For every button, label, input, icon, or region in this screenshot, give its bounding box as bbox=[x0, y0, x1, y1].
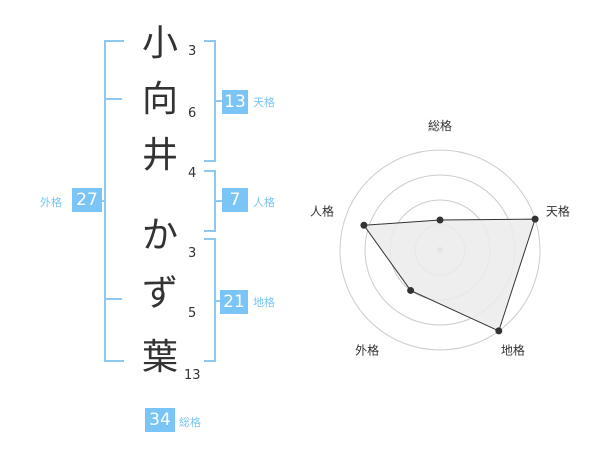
radar-point-3 bbox=[495, 327, 503, 335]
gaikaku-label: 外格 bbox=[40, 196, 62, 209]
chikaku-label: 地格 bbox=[253, 296, 275, 309]
jinkaku-connector bbox=[214, 200, 222, 202]
gaikaku-tick-1 bbox=[104, 98, 122, 100]
name-char-3: 井 bbox=[141, 135, 178, 176]
gaikaku-tick-2 bbox=[104, 298, 122, 300]
name-char-1: 小 bbox=[141, 23, 178, 64]
radar-grid-ring bbox=[339, 149, 541, 351]
name-char-6: 葉 bbox=[141, 337, 178, 378]
radar-axis-label-5: 人格 bbox=[310, 204, 334, 219]
jinkaku-label: 人格 bbox=[253, 196, 275, 209]
chikaku-badge: 21 bbox=[220, 290, 248, 314]
radar-point-1 bbox=[436, 216, 444, 224]
stroke-count-3: 4 bbox=[188, 166, 197, 181]
radar-axis-label-2: 天格 bbox=[546, 204, 570, 219]
radar-polygon bbox=[362, 218, 536, 332]
jinkaku-badge: 7 bbox=[222, 188, 248, 212]
tenkaku-connector bbox=[214, 100, 222, 102]
stroke-count-1: 3 bbox=[188, 44, 197, 59]
radar-axis-label-4: 外格 bbox=[355, 342, 379, 357]
stroke-count-2: 6 bbox=[188, 106, 197, 121]
name-char-2: 向 bbox=[141, 79, 178, 120]
radar-point-2 bbox=[531, 215, 539, 223]
soukaku-badge: 34 bbox=[145, 408, 175, 432]
gaikaku-badge: 27 bbox=[72, 188, 102, 212]
radar-axis-label-3: 地格 bbox=[501, 342, 525, 357]
tenkaku-badge: 13 bbox=[222, 90, 248, 114]
radar-point-5 bbox=[360, 221, 368, 229]
name-char-4: か bbox=[141, 215, 178, 256]
radar-point-4 bbox=[407, 286, 415, 294]
name-char-5: ず bbox=[141, 273, 178, 314]
radar-axis-label-1: 総格 bbox=[428, 118, 452, 133]
stroke-count-5: 5 bbox=[188, 306, 197, 321]
stroke-count-6: 13 bbox=[184, 368, 201, 383]
chikaku-connector bbox=[214, 300, 222, 302]
tenkaku-label: 天格 bbox=[253, 96, 275, 109]
stroke-count-4: 3 bbox=[188, 246, 197, 261]
soukaku-label: 総格 bbox=[179, 416, 201, 429]
